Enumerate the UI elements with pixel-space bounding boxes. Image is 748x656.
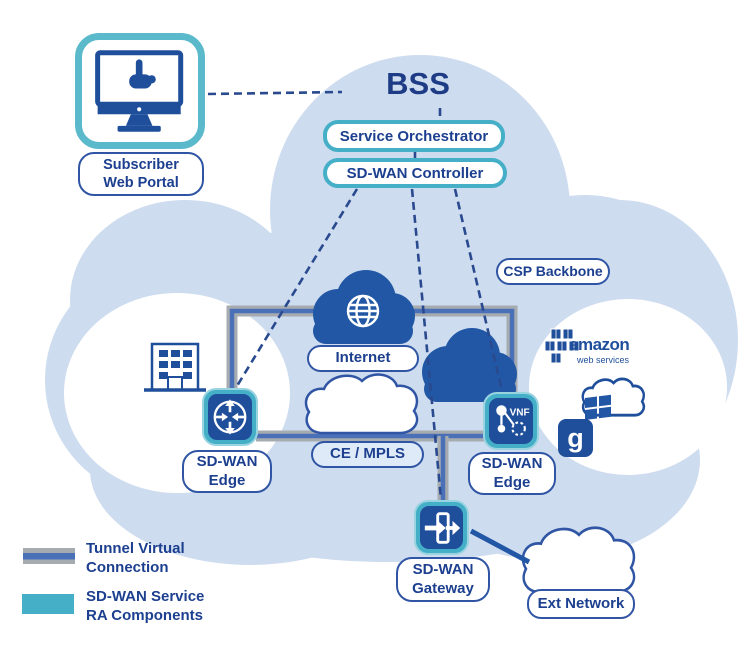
sdwan-controller-label: SD-WAN Controller xyxy=(346,164,484,182)
vnf-badge: VNF xyxy=(510,407,530,418)
sdwan-edge-right-inner: VNF xyxy=(489,398,533,444)
sdwan-edge-left-inner xyxy=(208,394,252,440)
sdwan-edge-left-node xyxy=(202,388,258,446)
aws-logo-name: amazon xyxy=(569,335,630,354)
hand-cursor-icon xyxy=(129,59,156,89)
globe-icon xyxy=(346,294,380,328)
windows-flag-icon xyxy=(585,394,611,420)
subscriber-web-portal-label-line2: Web Portal xyxy=(103,175,179,191)
sdwan-gateway-label: SD-WAN Gateway xyxy=(396,557,490,602)
sdwan-gateway-inner xyxy=(420,506,463,549)
legend-ra-line1: SD-WAN Service xyxy=(86,588,205,605)
edge-right-line1: SD-WAN xyxy=(481,454,543,472)
legend-tunnel-line2: Connection xyxy=(86,558,169,576)
edge-left-line1: SD-WAN xyxy=(196,452,258,470)
sdwan-edge-right-node: VNF xyxy=(483,392,539,450)
vnf-graph-icon: VNF xyxy=(496,405,530,436)
ce-mpls-text: CE / MPLS xyxy=(329,445,405,463)
legend-tunnel-swatch xyxy=(23,548,75,564)
link-portal-bss xyxy=(207,90,343,96)
internet-text: Internet xyxy=(335,349,391,367)
ext-network-label: Ext Network xyxy=(527,589,635,619)
google-icon: g xyxy=(558,419,593,457)
aws-boxes-icon xyxy=(544,328,580,364)
building-icon xyxy=(144,342,206,392)
subscriber-web-portal-label: Subscriber Web Portal xyxy=(78,152,204,196)
bss-title: BSS xyxy=(386,66,450,101)
legend-ra-label: SD-WAN Service RA Components xyxy=(86,588,204,626)
legend-tunnel-label: Tunnel Virtual Connection xyxy=(86,540,185,578)
gateway-line2: Gateway xyxy=(412,579,474,597)
service-orchestrator-label: Service Orchestrator xyxy=(339,127,489,145)
edge-right-line2: Edge xyxy=(493,473,531,491)
sdwan-gateway-node xyxy=(414,500,469,555)
compute-cloud xyxy=(422,328,517,402)
windows-cloud-icon xyxy=(581,377,646,420)
google-letter: g xyxy=(567,422,584,453)
legend-ra-swatch xyxy=(22,594,74,614)
sdwan-edge-right-label: SD-WAN Edge xyxy=(468,452,556,495)
link-controller-edge-right xyxy=(453,188,504,392)
internet-cloud xyxy=(313,270,415,344)
internet-label: Internet xyxy=(307,345,419,372)
sdwan-controller-box: SD-WAN Controller xyxy=(323,158,507,188)
link-gateway-extnetwork xyxy=(469,528,531,565)
router-icon xyxy=(213,399,247,435)
csp-backbone-label: CSP Backbone xyxy=(496,258,610,285)
gateway-arrow-icon xyxy=(424,511,460,544)
management-links xyxy=(207,90,504,500)
aws-logo-subtitle: web services xyxy=(577,355,630,365)
monitor-click-icon xyxy=(95,50,184,132)
subscriber-web-portal-label-line1: Subscriber xyxy=(103,156,179,173)
csp-backbone-text: CSP Backbone xyxy=(503,262,603,279)
legend-tunnel-line1: Tunnel Virtual xyxy=(86,540,185,557)
ext-network-text: Ext Network xyxy=(537,594,625,612)
ext-network-cloud xyxy=(521,526,636,594)
service-orchestrator-box: Service Orchestrator xyxy=(323,120,505,152)
ce-mpls-cloud xyxy=(304,373,419,435)
ce-mpls-label: CE / MPLS xyxy=(311,441,424,468)
subscriber-web-portal-node xyxy=(75,33,205,149)
gateway-line1: SD-WAN xyxy=(412,560,474,578)
sdwan-edge-left-label: SD-WAN Edge xyxy=(182,450,272,493)
legend-ra-line2: RA Components xyxy=(86,606,203,624)
edge-left-line2: Edge xyxy=(208,471,246,489)
